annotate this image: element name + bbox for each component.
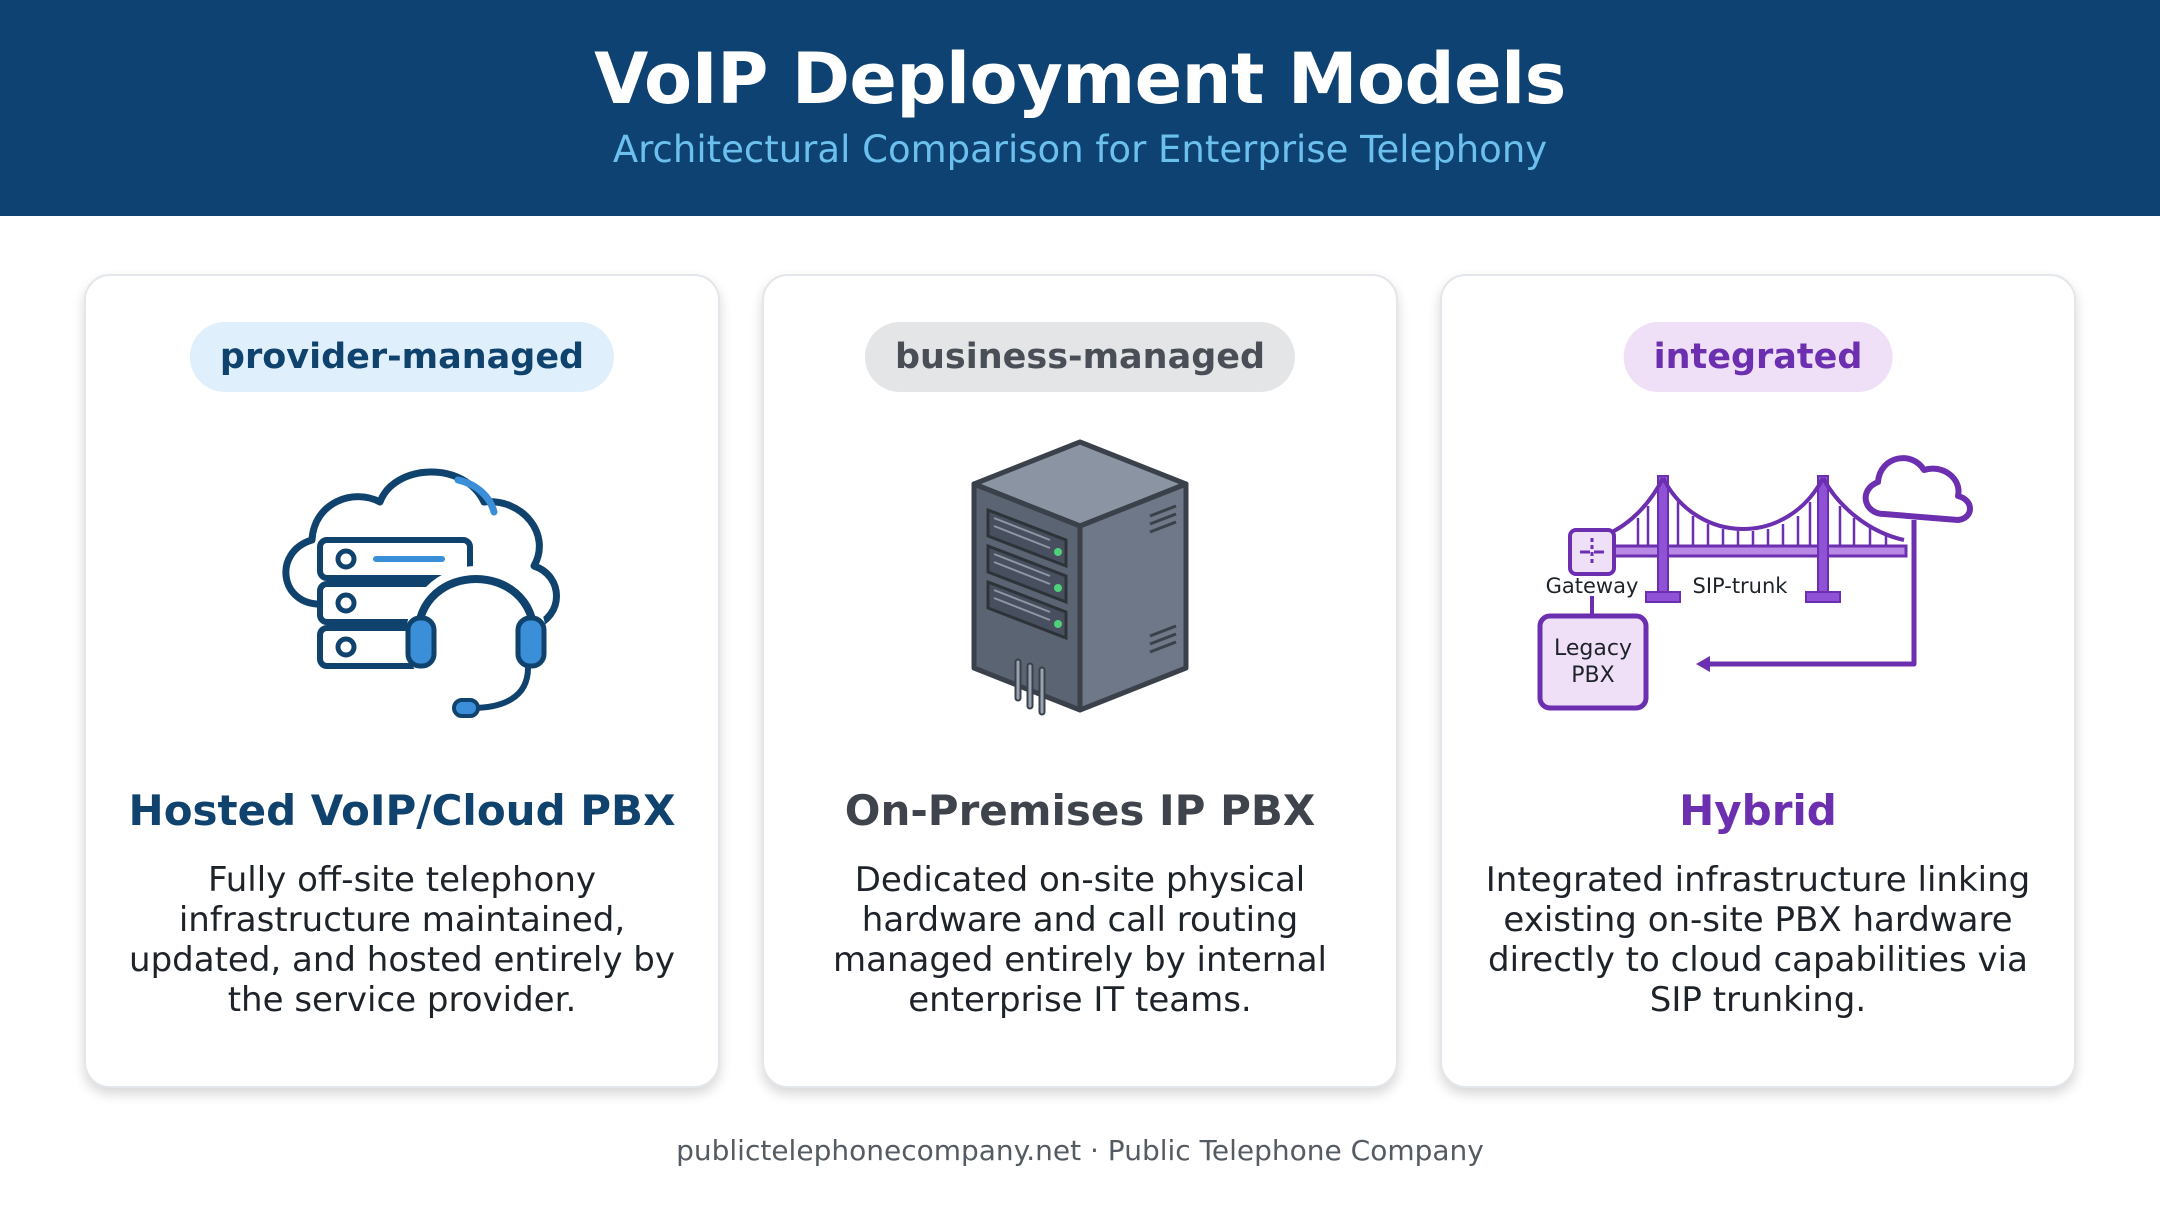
card-description-on-premises: Dedicated on-site physical hardware and … xyxy=(833,860,1327,1020)
footer-credit: publictelephonecompany.net · Public Tele… xyxy=(676,1134,1484,1167)
card-title-hybrid: Hybrid xyxy=(1679,786,1837,835)
server-tower-icon xyxy=(850,436,1310,736)
cloud-server-headset-icon xyxy=(172,436,632,736)
badge-provider-managed: provider-managed xyxy=(189,322,615,392)
page-subtitle: Architectural Comparison for Enterprise … xyxy=(612,128,1548,171)
card-hosted-voip: provider-managed Hosted VoIP/Cloud PBX F… xyxy=(84,274,720,1088)
card-hybrid: integrated xyxy=(1440,274,2076,1088)
badge-integrated: integrated xyxy=(1623,322,1893,392)
card-title-on-premises: On-Premises IP PBX xyxy=(844,786,1316,835)
gateway-label: Gateway xyxy=(1546,574,1639,598)
header-banner: VoIP Deployment Models Architectural Com… xyxy=(0,0,2160,216)
sip-trunk-label: SIP-trunk xyxy=(1693,574,1789,598)
legacy-pbx-label-line2: PBX xyxy=(1571,663,1614,688)
card-description-hybrid: Integrated infrastructure linking existi… xyxy=(1485,860,2031,1020)
legacy-pbx-label-line1: Legacy xyxy=(1554,636,1632,661)
bridge-cloud-icon: Gateway SIP-trunk Legacy PBX xyxy=(1528,436,1988,736)
card-title-hosted: Hosted VoIP/Cloud PBX xyxy=(128,786,676,835)
card-on-premises: business-managed xyxy=(762,274,1398,1088)
page-title: VoIP Deployment Models xyxy=(594,38,1566,120)
card-description-hosted: Fully off-site telephony infrastructure … xyxy=(129,860,675,1020)
badge-business-managed: business-managed xyxy=(864,322,1296,392)
